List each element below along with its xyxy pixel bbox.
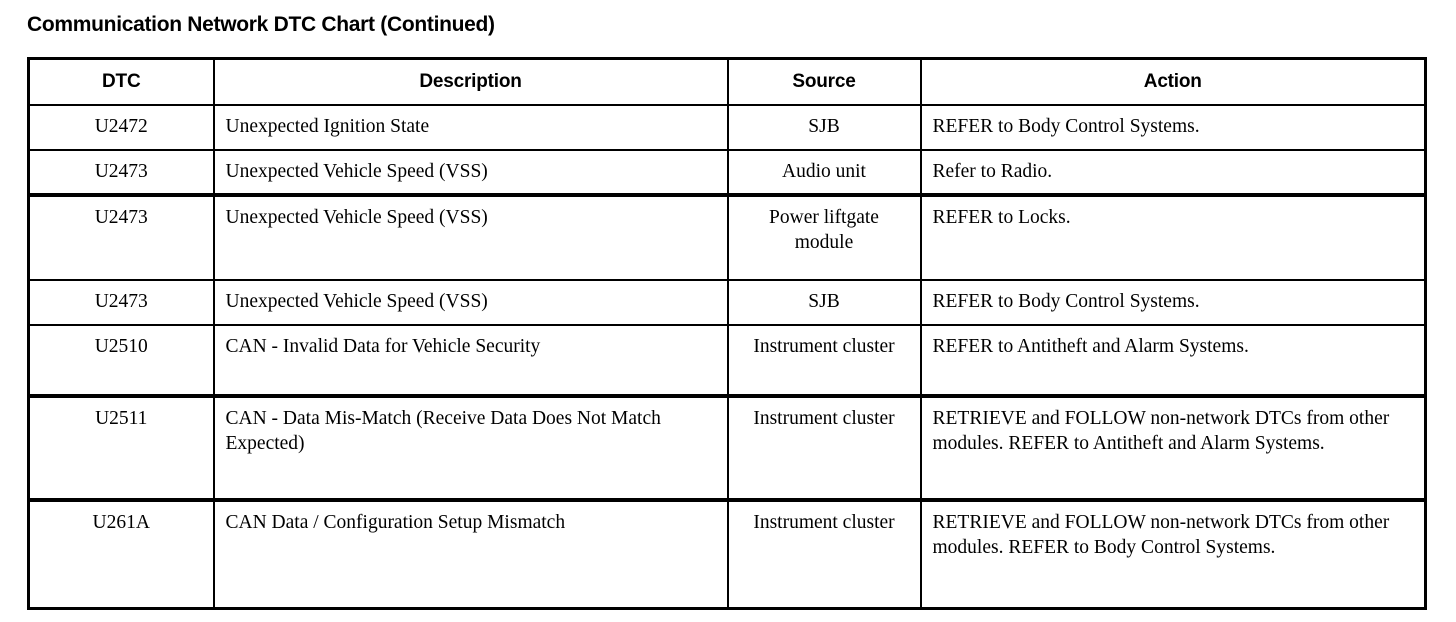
cell-action-text: RETRIEVE and FOLLOW non-network DTCs fro… — [932, 512, 1390, 558]
cell-source-text: Instrument cluster — [753, 512, 895, 533]
cell-description-text: CAN - Data Mis-Match (Receive Data Does … — [225, 408, 661, 454]
cell-source: SJB — [726, 104, 922, 151]
cell-dtc-text: U2511 — [95, 408, 148, 429]
cell-action-text: Refer to Radio. — [932, 161, 1053, 182]
table-header: DTC Description Source Action — [27, 57, 1427, 106]
cell-source-text: SJB — [808, 291, 840, 312]
cell-dtc-text: U261A — [92, 512, 150, 533]
cell-action: REFER to Body Control Systems. — [919, 279, 1427, 326]
cell-dtc-text: U2473 — [94, 207, 148, 228]
cell-dtc-text: U2473 — [94, 161, 148, 182]
cell-dtc: U2473 — [27, 149, 215, 196]
cell-description-text: Unexpected Vehicle Speed (VSS) — [225, 161, 488, 182]
cell-action: RETRIEVE and FOLLOW non-network DTCs fro… — [919, 498, 1427, 610]
cell-description: CAN - Invalid Data for Vehicle Security — [212, 324, 729, 397]
cell-description-text: Unexpected Vehicle Speed (VSS) — [225, 207, 488, 228]
cell-action: REFER to Antitheft and Alarm Systems. — [919, 324, 1427, 397]
cell-action-text: REFER to Locks. — [932, 207, 1071, 228]
cell-dtc: U2472 — [27, 104, 215, 151]
cell-dtc: U2511 — [27, 394, 215, 501]
cell-action-text: REFER to Body Control Systems. — [932, 116, 1200, 137]
column-header-description: Description — [212, 57, 729, 106]
cell-description-text: Unexpected Ignition State — [225, 116, 430, 137]
cell-description: Unexpected Vehicle Speed (VSS) — [212, 193, 729, 281]
cell-dtc: U261A — [27, 498, 215, 610]
cell-source: Power liftgate module — [726, 193, 922, 281]
dtc-chart-table: DTC Description Source Action U2472 Unex… — [27, 57, 1427, 610]
cell-dtc: U2510 — [27, 324, 215, 397]
cell-source-text: Audio unit — [782, 161, 866, 182]
table-row: U2473 Unexpected Vehicle Speed (VSS) Aud… — [27, 149, 1427, 196]
header-row: DTC Description Source Action — [27, 57, 1427, 106]
table-row: U2472 Unexpected Ignition State SJB REFE… — [27, 104, 1427, 151]
column-header-dtc: DTC — [27, 57, 215, 106]
page-title: Communication Network DTC Chart (Continu… — [27, 13, 495, 36]
column-header-source: Source — [726, 57, 922, 106]
table-row: U2511 CAN - Data Mis-Match (Receive Data… — [27, 394, 1427, 501]
cell-description: Unexpected Ignition State — [212, 104, 729, 151]
table-row: U261A CAN Data / Configuration Setup Mis… — [27, 498, 1427, 610]
cell-action-text: RETRIEVE and FOLLOW non-network DTCs fro… — [932, 408, 1390, 454]
cell-description: CAN - Data Mis-Match (Receive Data Does … — [212, 394, 729, 501]
cell-source: Audio unit — [726, 149, 922, 196]
cell-description-text: CAN - Invalid Data for Vehicle Security — [225, 336, 541, 357]
cell-description-text: CAN Data / Configuration Setup Mismatch — [225, 512, 566, 533]
table-row: U2473 Unexpected Vehicle Speed (VSS) SJB… — [27, 279, 1427, 326]
cell-action: Refer to Radio. — [919, 149, 1427, 196]
cell-source: Instrument cluster — [726, 324, 922, 397]
cell-dtc-text: U2510 — [94, 336, 148, 357]
table-row: U2510 CAN - Invalid Data for Vehicle Sec… — [27, 324, 1427, 397]
cell-description: Unexpected Vehicle Speed (VSS) — [212, 149, 729, 196]
table-row: U2473 Unexpected Vehicle Speed (VSS) Pow… — [27, 193, 1427, 281]
column-header-action: Action — [919, 57, 1427, 106]
cell-description: Unexpected Vehicle Speed (VSS) — [212, 279, 729, 326]
cell-action: RETRIEVE and FOLLOW non-network DTCs fro… — [919, 394, 1427, 501]
table-body: U2472 Unexpected Ignition State SJB REFE… — [27, 104, 1427, 610]
cell-action: REFER to Body Control Systems. — [919, 104, 1427, 151]
cell-source-text: Power liftgate module — [769, 207, 879, 253]
cell-source-text: SJB — [808, 116, 840, 137]
cell-action-text: REFER to Antitheft and Alarm Systems. — [932, 336, 1249, 357]
cell-dtc: U2473 — [27, 193, 215, 281]
cell-description-text: Unexpected Vehicle Speed (VSS) — [225, 291, 488, 312]
cell-source-text: Instrument cluster — [753, 408, 895, 429]
cell-source: Instrument cluster — [726, 498, 922, 610]
cell-source-text: Instrument cluster — [753, 336, 895, 357]
cell-dtc-text: U2473 — [94, 291, 148, 312]
cell-source: Instrument cluster — [726, 394, 922, 501]
cell-source: SJB — [726, 279, 922, 326]
cell-action-text: REFER to Body Control Systems. — [932, 291, 1200, 312]
cell-dtc-text: U2472 — [94, 116, 148, 137]
cell-description: CAN Data / Configuration Setup Mismatch — [212, 498, 729, 610]
cell-dtc: U2473 — [27, 279, 215, 326]
cell-action: REFER to Locks. — [919, 193, 1427, 281]
